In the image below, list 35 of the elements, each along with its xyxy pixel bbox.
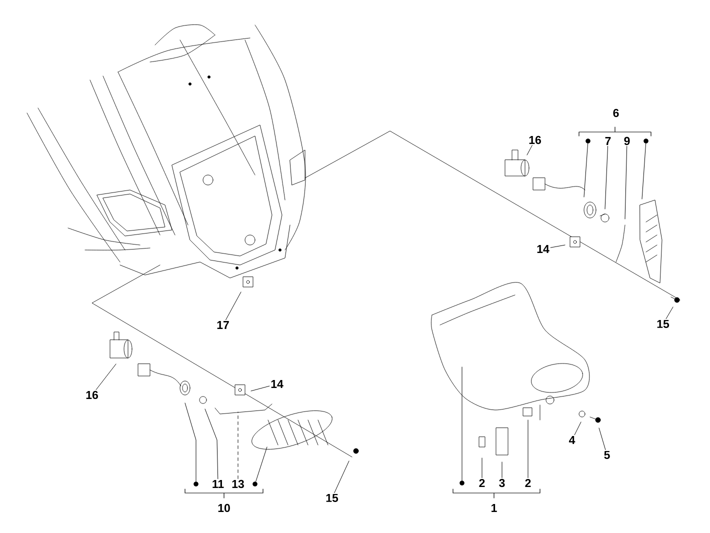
callout-number: 10 [218, 504, 230, 512]
callout-number: 9 [624, 136, 630, 146]
callout-number: 15 [326, 494, 338, 502]
callout-number: 13 [232, 480, 244, 488]
callout-number: 11 [212, 480, 224, 488]
leader-line [96, 364, 116, 390]
leader-line [624, 146, 628, 220]
leader-line [250, 386, 270, 392]
leader-line [598, 428, 606, 450]
callout-number: 5 [604, 451, 610, 459]
callout-number: 16 [529, 136, 541, 144]
callout-number: 17 [217, 321, 229, 329]
callout-number: 2 [479, 478, 485, 487]
leader-line [256, 446, 268, 482]
leader-line [550, 244, 566, 248]
callout-number: 7 [605, 137, 611, 145]
leader-line [184, 402, 196, 482]
leader-line [642, 143, 646, 200]
leader-line [584, 143, 588, 198]
leader-line [604, 146, 608, 210]
leader-line [526, 145, 532, 156]
callout-number: 4 [568, 436, 576, 444]
callout-number: 16 [86, 390, 98, 400]
callout-number: 1 [492, 504, 497, 512]
leader-line [574, 422, 582, 436]
callout-number: 14 [537, 245, 550, 253]
leader-line [226, 292, 242, 320]
leader-line [666, 306, 674, 320]
callout-number: 2 [525, 478, 531, 487]
leader-line [334, 460, 350, 494]
callout-number: 3 [499, 478, 505, 488]
leader-line [204, 408, 218, 480]
callout-number: 14 [271, 380, 284, 388]
callout-number: 15 [657, 320, 670, 328]
callout-number: 6 [613, 108, 619, 118]
